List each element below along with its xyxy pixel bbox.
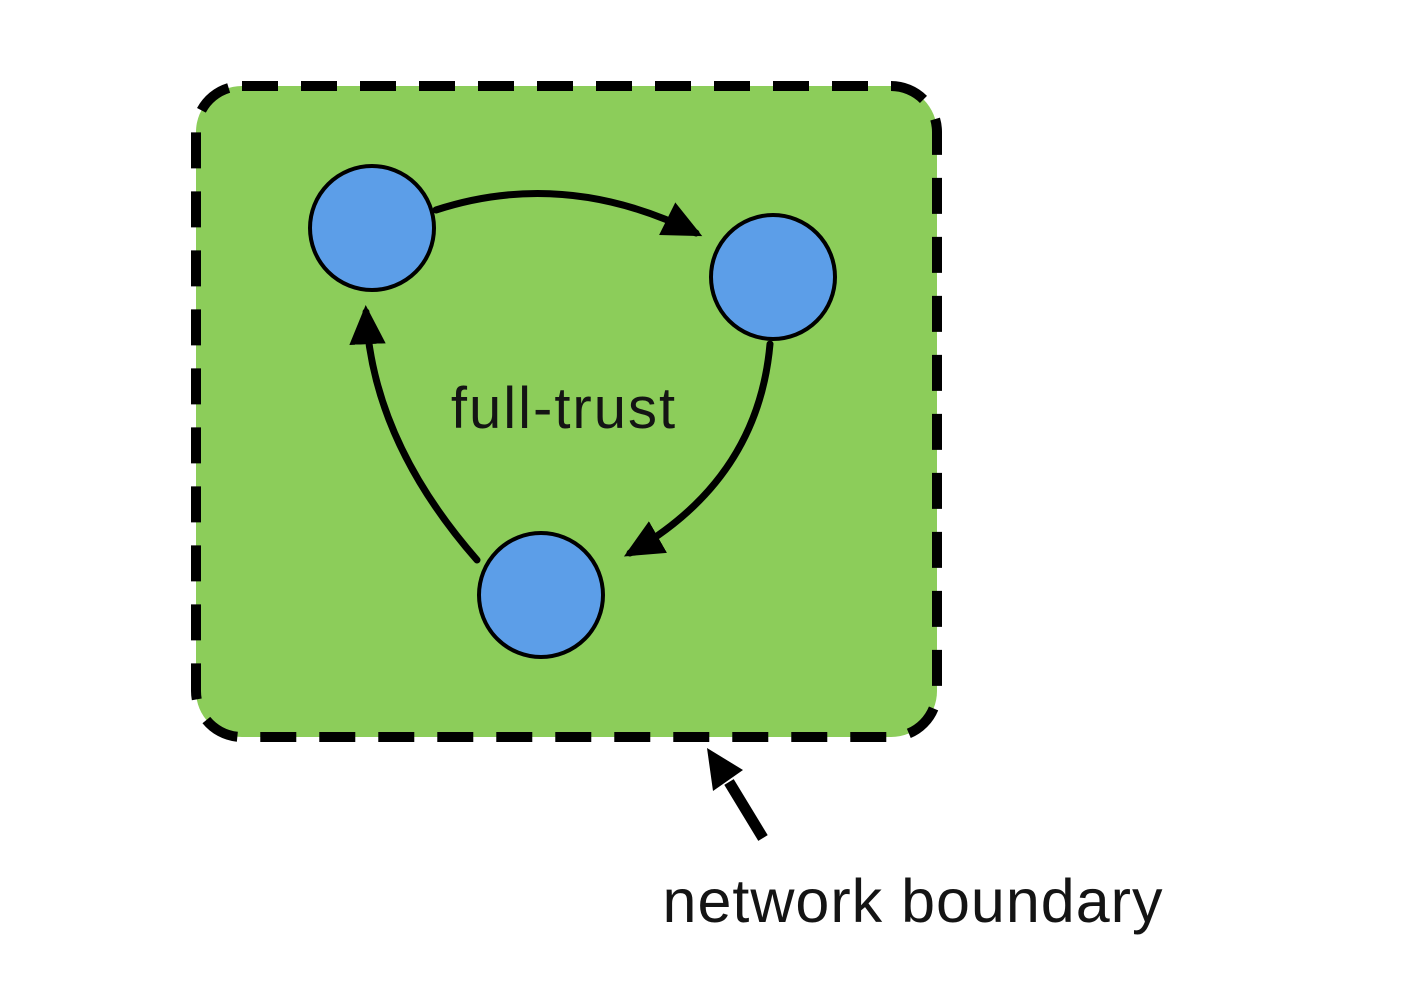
node-top-left — [308, 164, 436, 292]
node-bottom — [477, 531, 605, 659]
node-right — [709, 213, 837, 341]
full-trust-label: full-trust — [451, 376, 677, 441]
network-boundary-label: network boundary — [663, 867, 1164, 935]
boundary-pointer-arrow-shaft — [724, 779, 768, 841]
trust-arrow-bottom-to-topleft — [349, 305, 481, 564]
boundary-pointer-arrow-head — [707, 748, 743, 791]
trust-arrow-topleft-to-right — [432, 190, 703, 237]
trust-arrow-right-to-bottom — [623, 340, 774, 557]
